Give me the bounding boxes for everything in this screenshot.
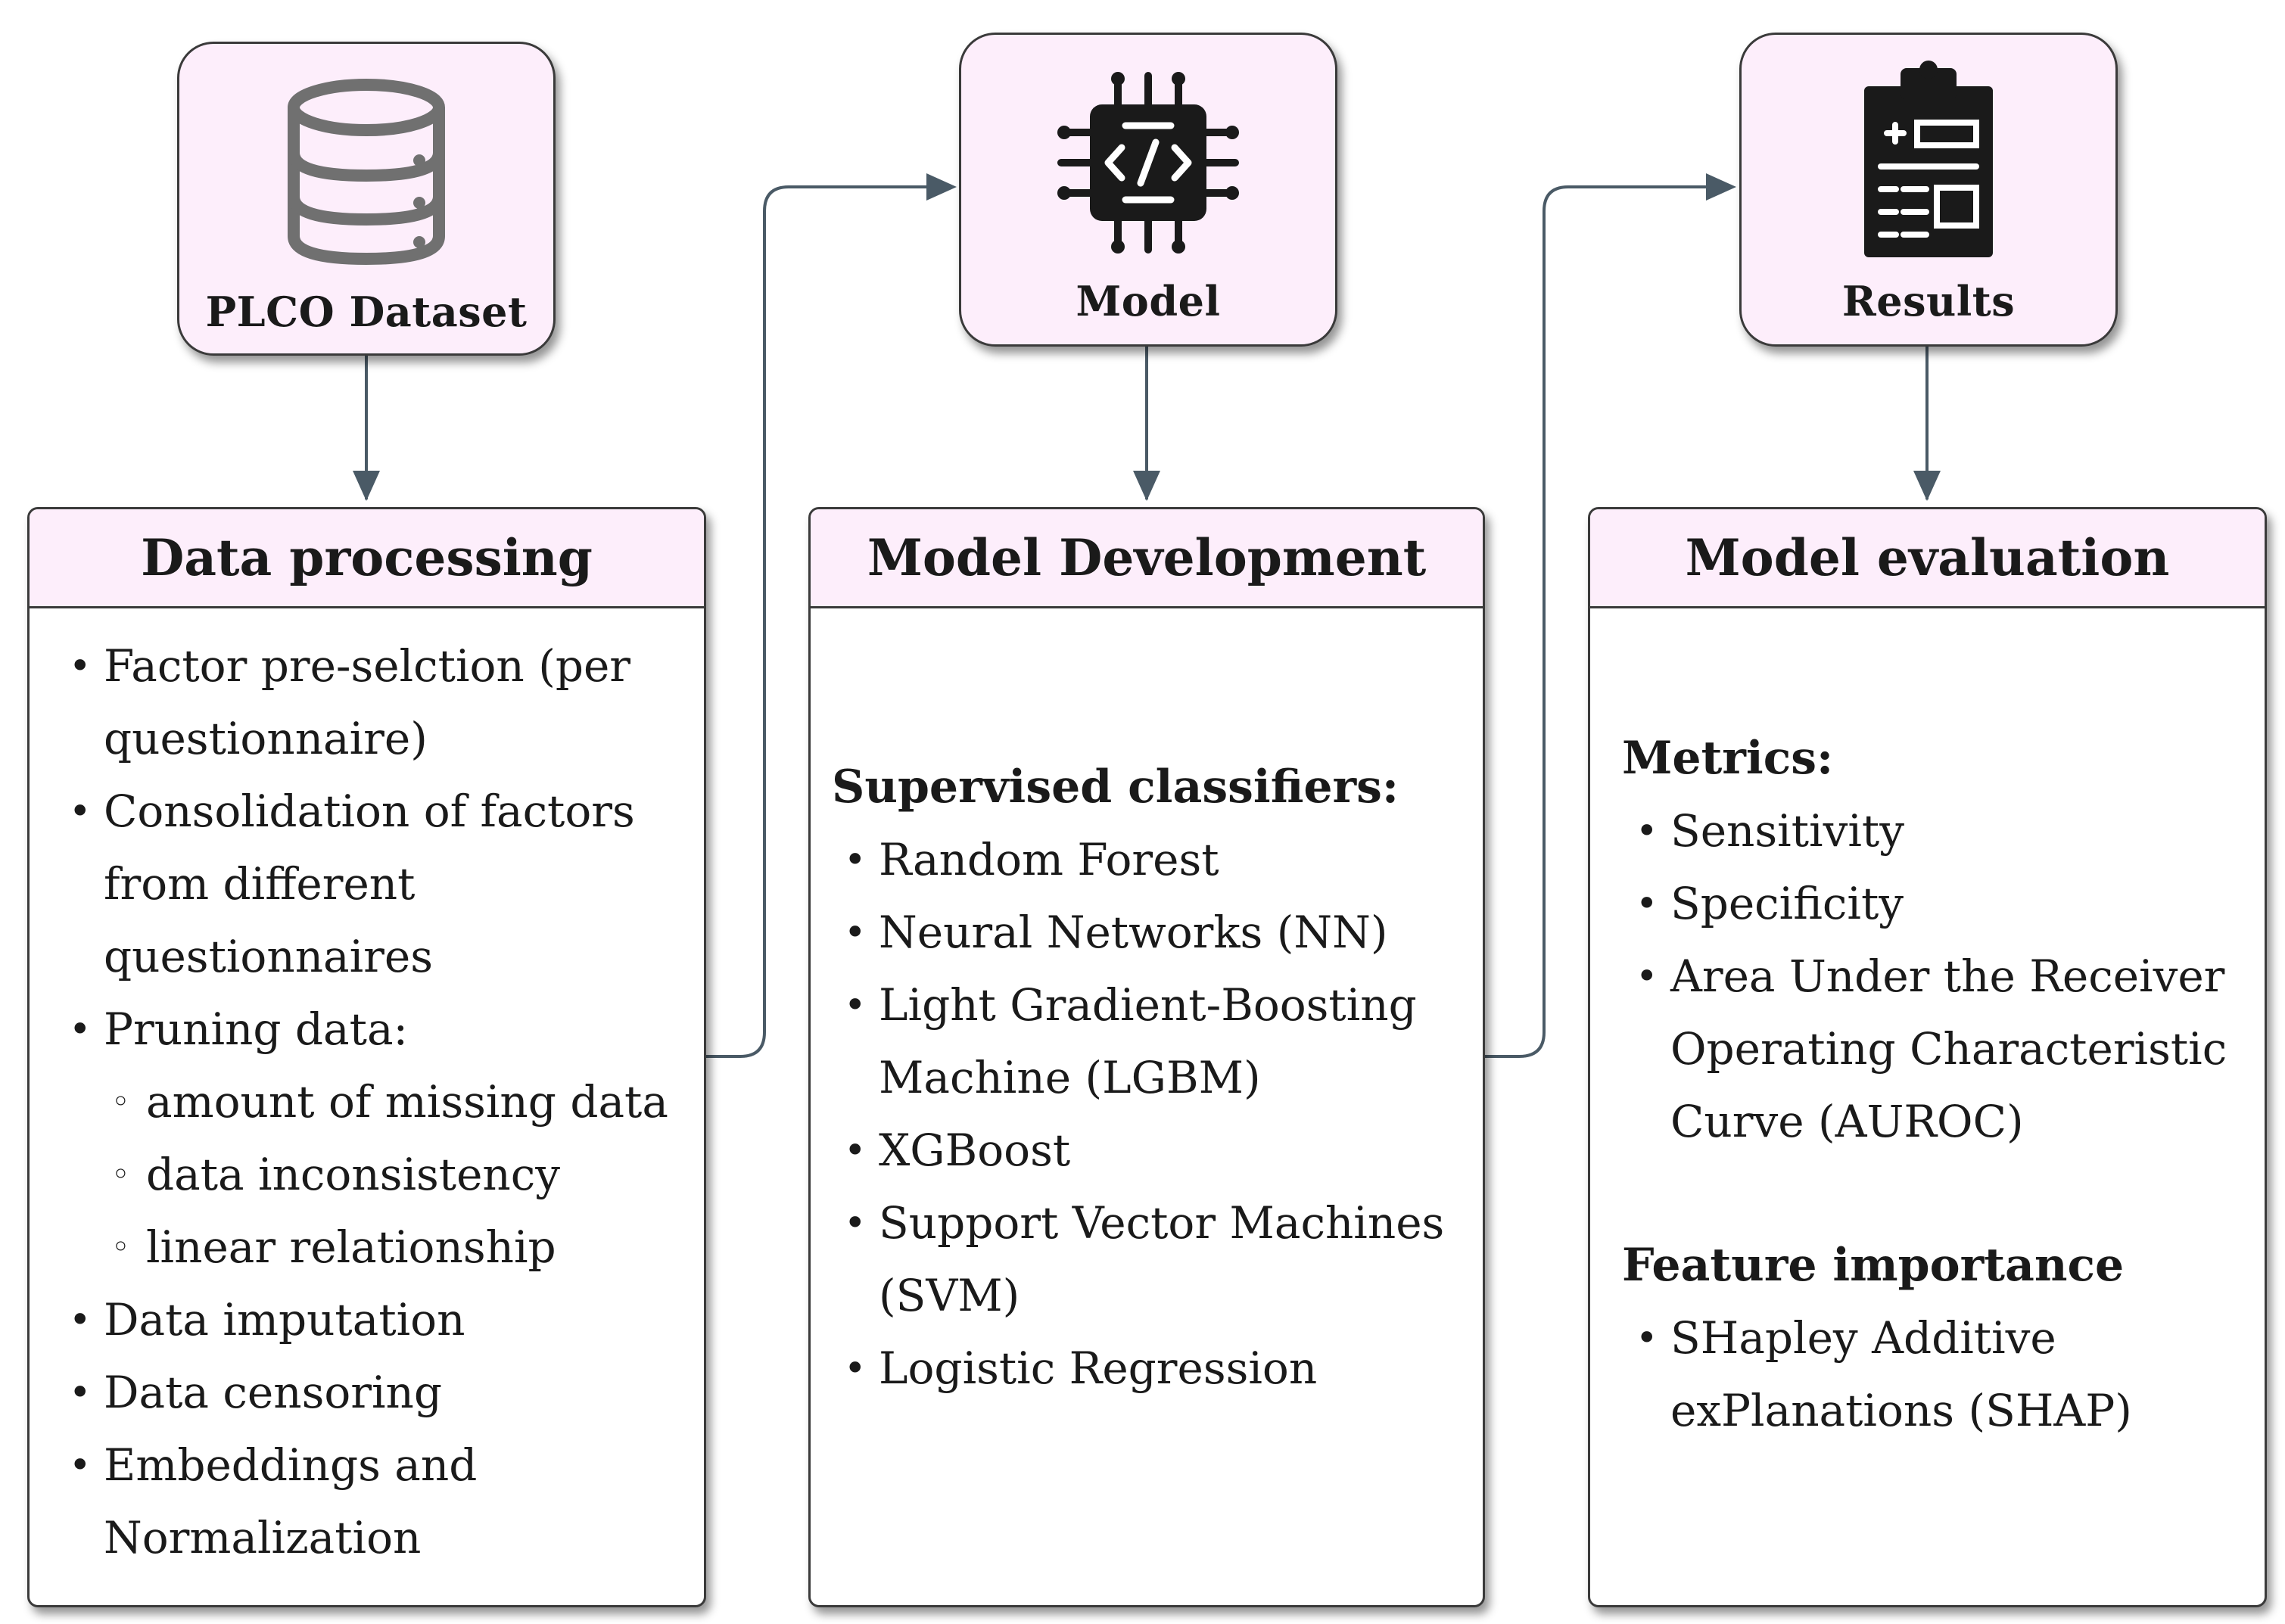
- arrowhead-4: [1706, 173, 1736, 201]
- circle-bullet-icon: ◦: [111, 1083, 130, 1120]
- bullet-icon: •: [1636, 954, 1658, 998]
- bullet-icon: •: [69, 644, 92, 688]
- circle-bullet-icon: ◦: [111, 1228, 130, 1265]
- database-icon: [179, 77, 553, 266]
- bullet-icon: •: [844, 1128, 867, 1172]
- list-item: •Light Gradient-Boosting Machine (LGBM): [844, 969, 1469, 1114]
- pruning-sublist: ◦amount of missing data ◦data inconsiste…: [104, 1066, 679, 1283]
- model-node: Model: [959, 33, 1337, 347]
- results-node: Results: [1739, 33, 2118, 347]
- model-label: Model: [1076, 277, 1221, 325]
- panel-title: Model evaluation: [1590, 509, 2265, 608]
- dataset-label: PLCO Dataset: [205, 288, 528, 336]
- list-item: •Factor pre-selction (per questionnaire): [69, 630, 679, 775]
- panel-title: Model Development: [811, 509, 1483, 608]
- list-item: •Specificity: [1636, 867, 2246, 940]
- dataset-node: PLCO Dataset: [177, 42, 556, 356]
- bullet-icon: •: [69, 1443, 92, 1487]
- results-label: Results: [1841, 277, 2016, 325]
- list-item: •Support Vector Machines (SVM): [844, 1187, 1469, 1332]
- list-item: •XGBoost: [844, 1114, 1469, 1187]
- bullet-icon: •: [69, 1370, 92, 1414]
- bullet-icon: •: [69, 1007, 92, 1051]
- section-title: Supervised classifiers:: [832, 761, 1399, 814]
- list-item: •Consolidation of factors from different…: [69, 775, 679, 993]
- list-item: •Embeddings and Normalization: [69, 1429, 679, 1574]
- bullet-icon: •: [844, 910, 867, 954]
- arrow-processing-to-model: [706, 185, 931, 1058]
- metrics-title: Metrics:: [1622, 732, 1834, 785]
- sub-list-item: ◦amount of missing data: [101, 1066, 679, 1138]
- list-item: •SHapley Additive exPlanations (SHAP): [1636, 1302, 2246, 1447]
- panel-title: Data processing: [30, 509, 704, 608]
- processing-list: •Factor pre-selction (per questionnaire)…: [69, 630, 679, 1574]
- arrowhead-1: [353, 471, 380, 501]
- bullet-icon: •: [69, 1298, 92, 1342]
- bullet-icon: •: [844, 1346, 867, 1390]
- arrowhead-3: [1133, 471, 1160, 501]
- sub-list-item: ◦data inconsistency: [101, 1138, 679, 1211]
- importance-list: •SHapley Additive exPlanations (SHAP): [1636, 1302, 2246, 1447]
- arrowhead-5: [1913, 471, 1941, 501]
- classifier-list: •Random Forest •Neural Networks (NN) •Li…: [844, 823, 1469, 1405]
- bullet-icon: •: [69, 789, 92, 833]
- bullet-icon: •: [844, 983, 867, 1027]
- list-item: •Area Under the Receiver Operating Chara…: [1636, 940, 2246, 1158]
- model-development-panel: Model Development Supervised classifiers…: [808, 507, 1485, 1607]
- list-item: •Random Forest: [844, 823, 1469, 896]
- circle-bullet-icon: ◦: [111, 1156, 130, 1193]
- feature-importance-title: Feature importance: [1622, 1239, 2125, 1292]
- list-item: •Neural Networks (NN): [844, 896, 1469, 969]
- arrowhead-2: [926, 173, 957, 201]
- list-item: •Data imputation: [69, 1283, 679, 1356]
- bullet-icon: •: [1636, 809, 1658, 853]
- list-item: •Sensitivity: [1636, 795, 2246, 867]
- list-item: •Logistic Regression: [844, 1332, 1469, 1405]
- code-chip-icon: [961, 68, 1335, 257]
- bullet-icon: •: [1636, 882, 1658, 926]
- sub-list-item: ◦linear relationship: [101, 1211, 679, 1283]
- bullet-icon: •: [844, 838, 867, 882]
- list-item: •Pruning data: ◦amount of missing data ◦…: [69, 993, 679, 1283]
- bullet-icon: •: [844, 1201, 867, 1245]
- list-item: •Data censoring: [69, 1356, 679, 1429]
- bullet-icon: •: [1636, 1316, 1658, 1360]
- data-processing-panel: Data processing •Factor pre-selction (pe…: [27, 507, 706, 1607]
- arrow-development-to-results: [1485, 185, 1712, 1058]
- clipboard-report-icon: [1742, 58, 2115, 262]
- model-evaluation-panel: Model evaluation Metrics: •Sensitivity •…: [1588, 507, 2267, 1607]
- metrics-list: •Sensitivity •Specificity •Area Under th…: [1636, 795, 2246, 1158]
